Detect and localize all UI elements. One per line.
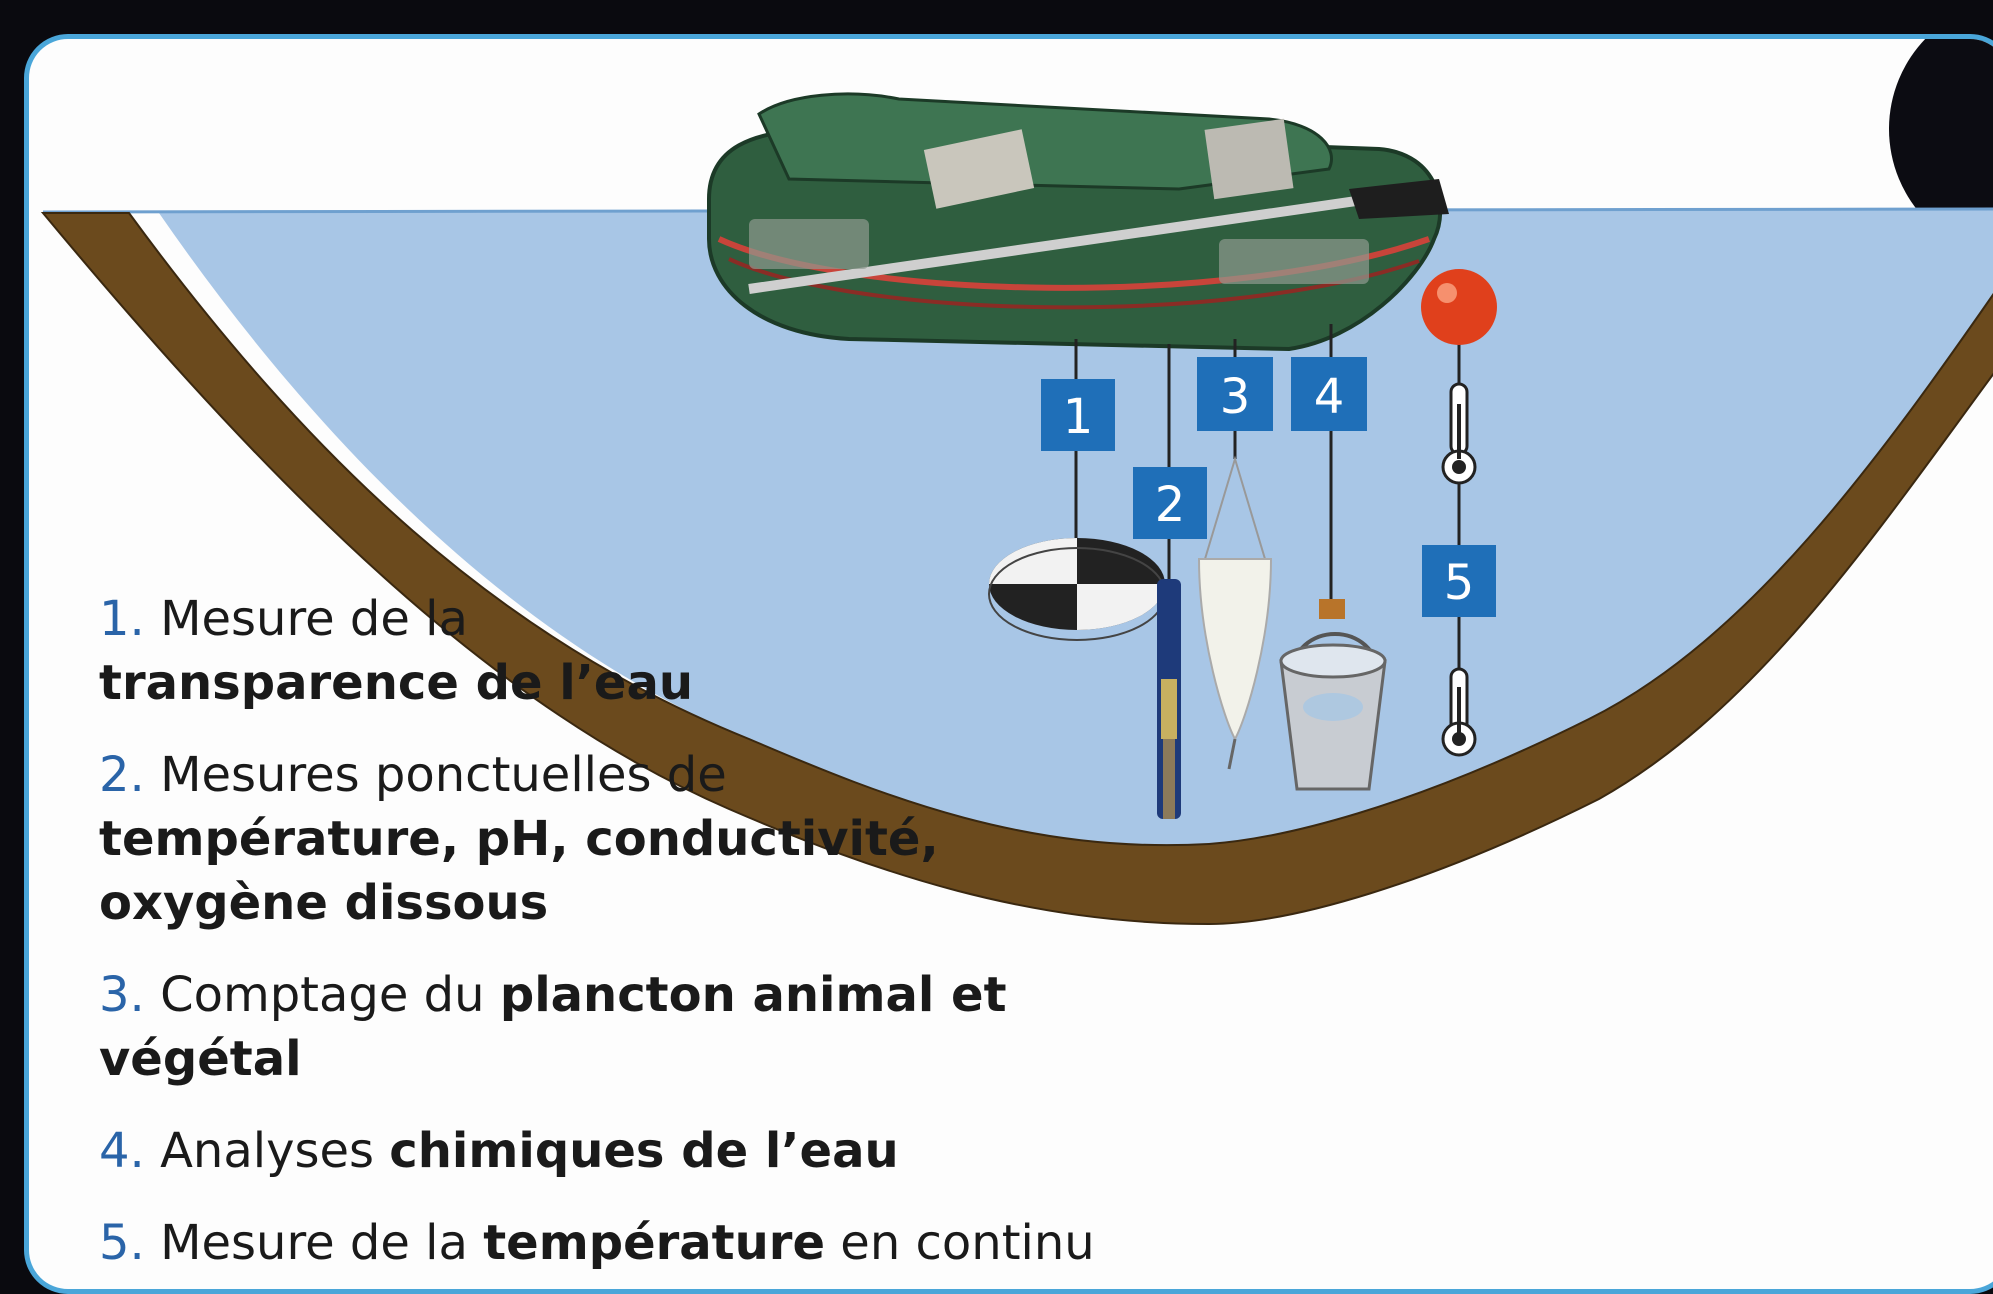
- legend-bold: température, pH, conductivité,: [99, 811, 939, 867]
- diagram-frame: 1 2 3 4 5: [24, 34, 1993, 1294]
- badge-1-label: 1: [1063, 389, 1094, 445]
- legend-number: 3.: [99, 967, 145, 1023]
- badge-3: 3: [1197, 357, 1273, 431]
- badge-4-label: 4: [1314, 369, 1345, 425]
- badge-5: 5: [1422, 545, 1496, 617]
- legend-number: 1.: [99, 591, 145, 647]
- legend: 1. Mesure de la transparence de l’eau 2.…: [99, 587, 1199, 1289]
- legend-bold: transparence de l’eau: [99, 655, 694, 711]
- probe-icon: [1157, 579, 1181, 819]
- legend-text: Mesure de la: [160, 1215, 468, 1271]
- legend-text-tail: en continu: [840, 1215, 1095, 1271]
- legend-bold: chimiques de l’eau: [389, 1123, 899, 1179]
- lake-scene: 1 2 3 4 5: [40, 92, 1993, 926]
- plankton-net-icon: [1197, 455, 1273, 770]
- thermometer-icon: [1441, 382, 1477, 485]
- legend-text: Comptage du: [160, 967, 485, 1023]
- legend-number: 5.: [99, 1215, 145, 1271]
- badge-2: 2: [1133, 467, 1207, 539]
- legend-item-1: 1. Mesure de la transparence de l’eau: [99, 587, 1199, 715]
- badge-3-label: 3: [1220, 369, 1251, 425]
- badge-4: 4: [1291, 357, 1367, 431]
- legend-bold: température: [483, 1215, 826, 1271]
- thermometer-icon-bottom: [1441, 667, 1477, 757]
- legend-bold-2: oxygène dissous: [99, 875, 549, 931]
- legend-text: Mesures ponctuelles de: [160, 747, 727, 803]
- badge-1: 1: [1041, 379, 1115, 451]
- legend-text: Analyses: [160, 1123, 375, 1179]
- bucket-icon: [1279, 599, 1387, 791]
- legend-item-3: 3. Comptage du plancton animal et végéta…: [99, 963, 1199, 1091]
- lake-bed: [40, 212, 1993, 926]
- legend-item-4: 4. Analyses chimiques de l’eau: [99, 1119, 1199, 1183]
- legend-item-2: 2. Mesures ponctuelles de température, p…: [99, 743, 1199, 935]
- secchi-disk-icon: [988, 538, 1166, 641]
- legend-number: 4.: [99, 1123, 145, 1179]
- buoy-icon: [1421, 269, 1497, 345]
- legend-number: 2.: [99, 747, 145, 803]
- legend-item-5: 5. Mesure de la température en continu: [99, 1211, 1199, 1275]
- legend-text: Mesure de la: [160, 591, 468, 647]
- inflatable-boat-icon: [707, 92, 1449, 352]
- legend-bold: plancton animal et végétal: [99, 967, 1007, 1087]
- badge-5-label: 5: [1444, 555, 1475, 611]
- water-body: [43, 209, 1993, 846]
- badge-2-label: 2: [1155, 477, 1186, 533]
